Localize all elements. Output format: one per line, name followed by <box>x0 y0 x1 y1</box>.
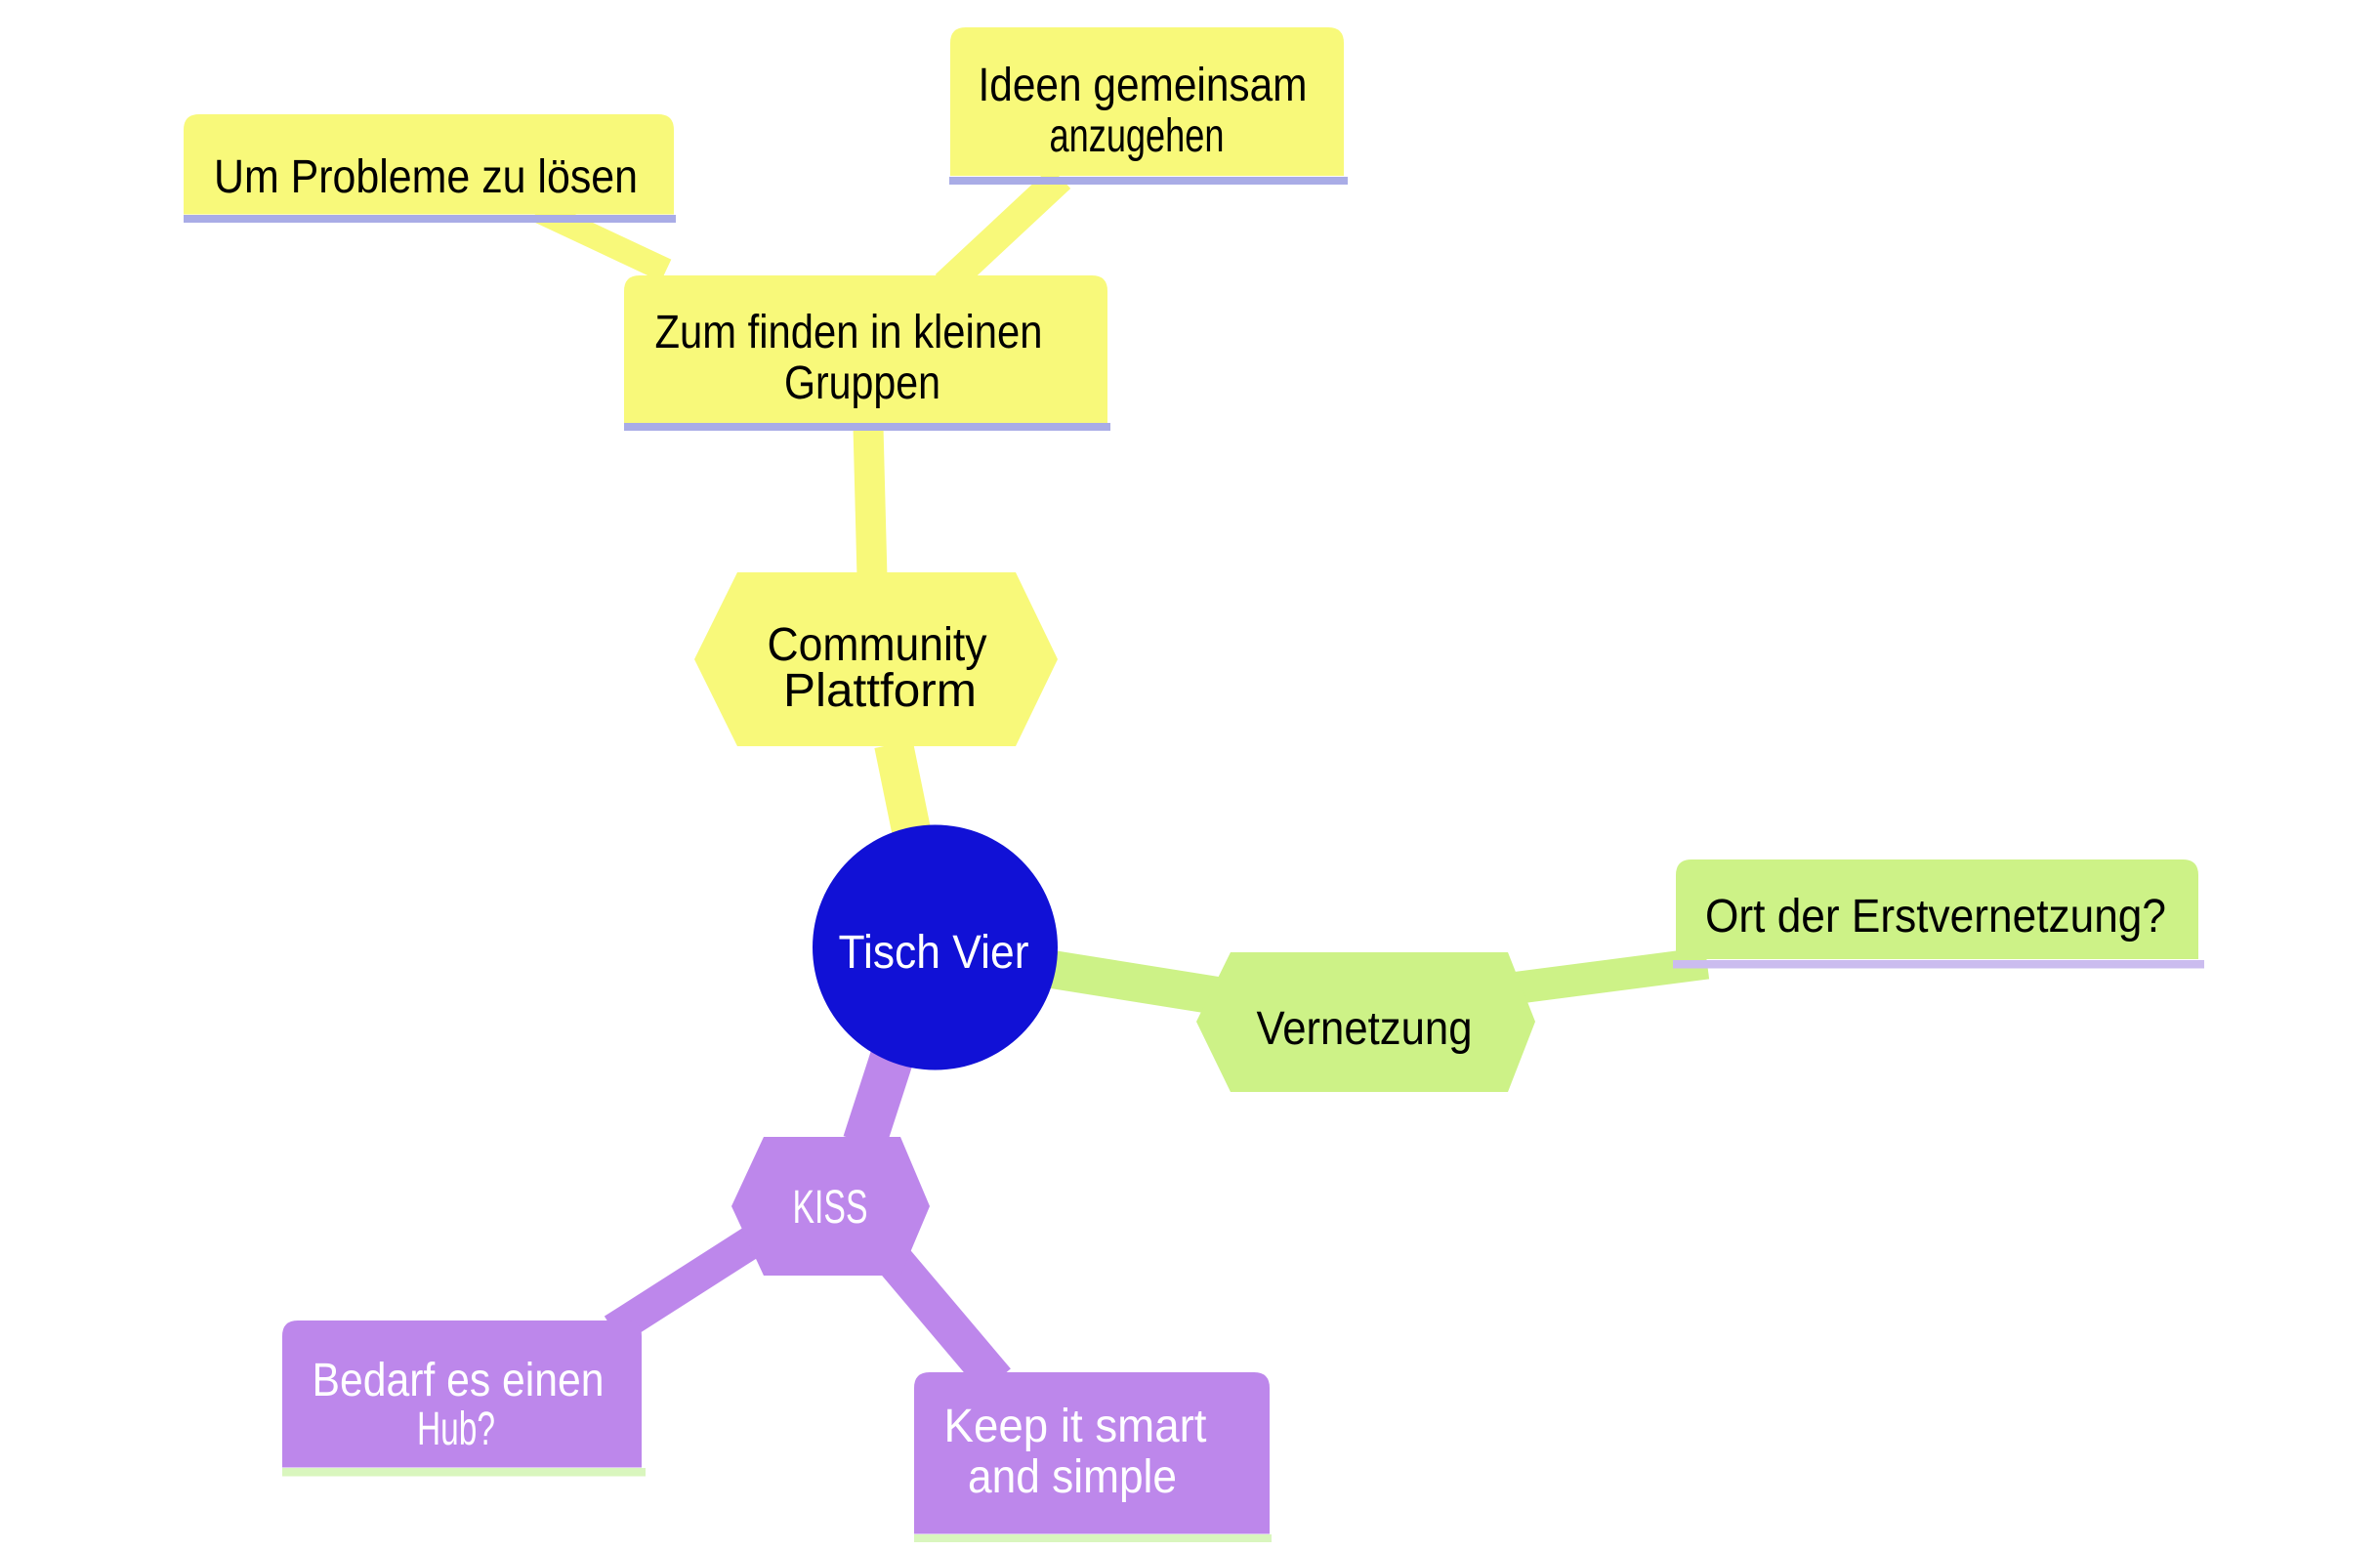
svg-text:Keep it smart: Keep it smart <box>944 1401 1207 1452</box>
svg-text:Ideen gemeinsam: Ideen gemeinsam <box>979 60 1308 111</box>
svg-text:Bedarf es einen: Bedarf es einen <box>313 1355 605 1406</box>
svg-text:Vernetzung: Vernetzung <box>1257 1003 1473 1055</box>
svg-text:anzugehen: anzugehen <box>1050 110 1225 162</box>
svg-text:Community: Community <box>768 619 987 671</box>
svg-text:Tisch Vier: Tisch Vier <box>839 927 1029 979</box>
svg-text:Plattform: Plattform <box>783 665 977 717</box>
svg-text:Ort der Erstvernetzung?: Ort der Erstvernetzung? <box>1705 891 2166 943</box>
svg-text:KISS: KISS <box>793 1182 868 1234</box>
svg-text:Gruppen: Gruppen <box>784 357 940 409</box>
svg-text:Zum finden in kleinen: Zum finden in kleinen <box>655 307 1043 358</box>
svg-text:Hub?: Hub? <box>417 1404 495 1455</box>
svg-text:Um Probleme zu lösen: Um Probleme zu lösen <box>214 151 638 203</box>
svg-text:and simple: and simple <box>968 1451 1177 1503</box>
